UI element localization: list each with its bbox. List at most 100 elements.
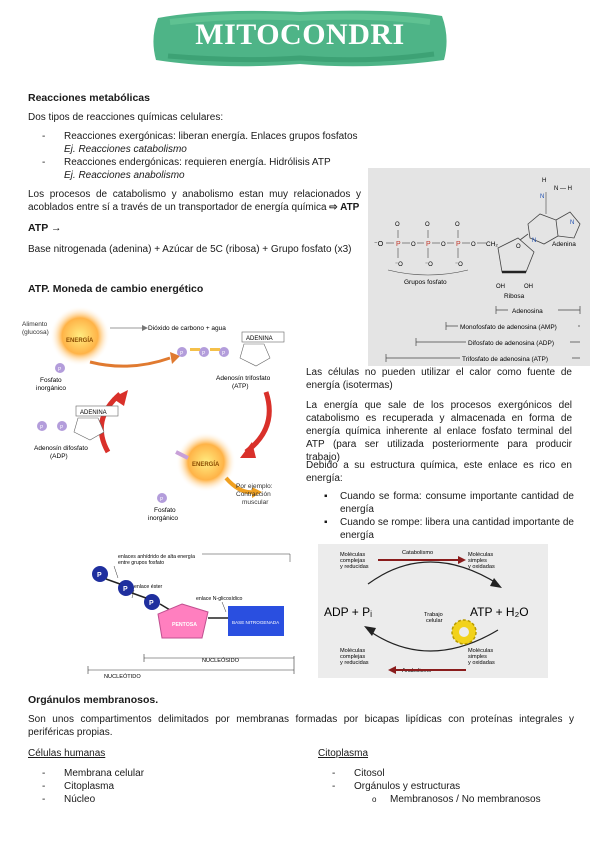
svg-text:P: P [97, 572, 102, 579]
svg-text:N — H: N — H [554, 186, 572, 192]
energy-glow-icon [176, 432, 236, 492]
svg-text:Catabolismo: Catabolismo [402, 550, 433, 556]
title-banner [153, 10, 447, 67]
list-item: Citosol [318, 767, 578, 780]
svg-text:Adenosín difosfato(ADP): Adenosín difosfato(ADP) [34, 445, 88, 460]
svg-text:P: P [40, 425, 44, 431]
reaction-types-list: Reacciones exergónicas: liberan energía.… [28, 130, 373, 182]
svg-text:P: P [396, 241, 401, 248]
svg-text:P: P [426, 241, 431, 248]
svg-text:⁻O: ⁻O [425, 262, 433, 268]
atp-formula: Base nitrogenada (adenina) + Azúcar de 5… [28, 244, 352, 255]
list-item: Núcleo [28, 793, 278, 806]
svg-text:BASE NITROGENADA: BASE NITROGENADA [232, 620, 280, 625]
svg-text:Grupos fosfato: Grupos fosfato [404, 279, 447, 286]
list-item: Citoplasma [28, 780, 278, 793]
svg-text:ADP + Pᵢ: ADP + Pᵢ [324, 605, 372, 619]
section-heading-atp: ATP. Moneda de cambio energético [28, 283, 204, 295]
svg-text:O: O [441, 242, 446, 248]
list-item: Orgánulos y estructuras [318, 780, 578, 793]
svg-text:P: P [222, 351, 226, 357]
atp-cycle-diagram: Alimento(glucosa) ENERGÍA Dióxido de car… [22, 306, 285, 522]
svg-text:O: O [425, 222, 430, 228]
svg-text:Adenina: Adenina [552, 241, 576, 248]
svg-text:P: P [60, 425, 64, 431]
citoplasma-list: Citosol Orgánulos y estructuras o Membra… [318, 767, 578, 806]
svg-text:O: O [411, 242, 416, 248]
atp-structure-diagram: ⁻O P P P O O O ⁻O ⁻O ⁻O O O O Grupos fos… [368, 168, 590, 366]
list-item: Cuando se forma: consume importante cant… [306, 490, 574, 516]
svg-text:N: N [532, 238, 536, 244]
atp-label: ATP → [28, 222, 62, 234]
svg-text:Adenosín trifosfato(ATP): Adenosín trifosfato(ATP) [216, 375, 271, 390]
svg-text:CH₂: CH₂ [486, 241, 498, 248]
svg-text:Monofosfato de adenosina (AMP): Monofosfato de adenosina (AMP) [460, 324, 557, 331]
svg-text:N: N [570, 220, 574, 226]
svg-text:enlace éster: enlace éster [134, 584, 163, 590]
list-item: Membrana celular [28, 767, 278, 780]
svg-text:⁻O: ⁻O [374, 241, 384, 248]
svg-text:ENERGÍA: ENERGÍA [192, 460, 220, 468]
svg-text:O: O [516, 244, 521, 250]
svg-text:PENTOSA: PENTOSA [172, 622, 197, 628]
svg-text:NUCLEÓTIDO: NUCLEÓTIDO [104, 673, 141, 680]
svg-text:ENERGÍA: ENERGÍA [66, 336, 94, 344]
svg-text:P: P [58, 367, 62, 373]
list-item: Cuando se rompe: libera una cantidad imp… [306, 516, 574, 542]
coupling-paragraph: Los procesos de catabolismo y anabolismo… [28, 189, 361, 213]
svg-text:P: P [123, 586, 128, 593]
svg-text:Alimento(glucosa): Alimento(glucosa) [22, 321, 49, 336]
svg-text:O: O [455, 222, 460, 228]
bond-bullets: Cuando se forma: consume importante cant… [306, 490, 574, 542]
isothermal-paragraph: Las células no pueden utilizar el calor … [306, 367, 572, 391]
svg-text:Difosfato de adenosina (ADP): Difosfato de adenosina (ADP) [468, 340, 554, 347]
svg-text:P: P [180, 351, 184, 357]
svg-text:enlace N-glicosídico: enlace N-glicosídico [196, 596, 243, 602]
bond-energy-paragraph: Debido a su estructura química, este enl… [306, 460, 572, 484]
svg-text:⁻O: ⁻O [455, 262, 463, 268]
svg-text:OH: OH [524, 284, 533, 290]
list-item: Reacciones exergónicas: liberan energía.… [28, 130, 373, 156]
section-heading-organulos: Orgánulos membranosos. [28, 694, 159, 706]
energy-recovery-paragraph: La energía que sale de los procesos exer… [306, 400, 572, 463]
svg-text:Dióxido de carbono + agua: Dióxido de carbono + agua [148, 325, 226, 332]
organelles-paragraph: Son unos compartimentos delimitados por … [28, 714, 574, 738]
page-title: MITOCONDRI [195, 18, 405, 51]
svg-text:P: P [202, 351, 206, 357]
column-title-celulas: Células humanas [28, 748, 106, 759]
svg-text:ADENINA: ADENINA [80, 410, 107, 416]
svg-text:P: P [160, 497, 164, 503]
svg-text:NUCLEÓSIDO: NUCLEÓSIDO [202, 657, 240, 664]
svg-text:N: N [540, 194, 544, 200]
energy-glow-icon [50, 306, 110, 366]
svg-text:O: O [395, 222, 400, 228]
celulas-list: Membrana celular Citoplasma Núcleo [28, 767, 278, 806]
svg-text:P: P [456, 241, 461, 248]
svg-text:P: P [149, 600, 154, 607]
list-item: Reacciones endergónicas: requieren energ… [28, 156, 373, 182]
column-title-citoplasma: Citoplasma [318, 748, 369, 759]
svg-text:Adenosina: Adenosina [512, 308, 543, 315]
svg-text:Trifosfato de adenosina (ATP): Trifosfato de adenosina (ATP) [462, 356, 548, 363]
list-subitem: o Membranosos / No membranosos [372, 794, 541, 805]
svg-text:⁻O: ⁻O [395, 262, 403, 268]
intro-text: Dos tipos de reacciones químicas celular… [28, 112, 224, 123]
svg-text:ATP + H₂O: ATP + H₂O [470, 605, 529, 619]
section-heading-reacciones: Reacciones metabólicas [28, 92, 150, 104]
svg-text:ADENINA: ADENINA [246, 336, 273, 342]
svg-text:Ribosa: Ribosa [504, 293, 525, 300]
svg-text:OH: OH [496, 284, 505, 290]
svg-text:H: H [542, 178, 546, 184]
svg-text:O: O [471, 242, 476, 248]
